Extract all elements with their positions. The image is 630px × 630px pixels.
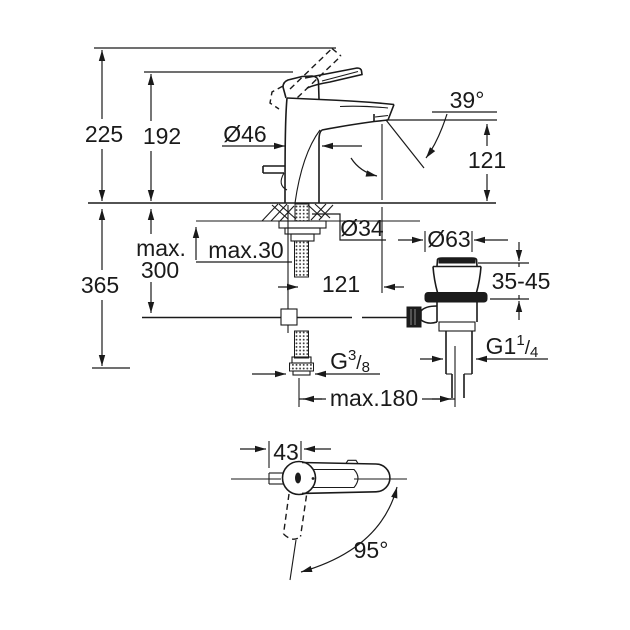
g38-sub: 8	[362, 359, 370, 376]
dim-swivel-angle-label: 95°	[354, 537, 389, 563]
waste-plug	[436, 257, 478, 267]
dimension-g114: G11/4	[420, 332, 548, 363]
lever-handle	[304, 67, 363, 89]
dimension-max180: max.180	[298, 346, 456, 413]
dimension-121-vertical: 121	[466, 124, 508, 201]
flow-direction-arrow	[350, 157, 378, 177]
dim-overall-height-label: 225	[85, 121, 123, 147]
dimension-dia63: Ø63	[398, 226, 508, 252]
pull-rod-stub	[262, 165, 288, 191]
waste-cone-right	[475, 266, 482, 293]
spout-underside	[321, 120, 375, 131]
aerator-detail	[374, 114, 389, 118]
dim-waste-thread-label: G11/4	[486, 332, 539, 361]
dim-waste-flange-diameter-label: Ø63	[427, 226, 470, 252]
lever-raised-position	[269, 47, 342, 110]
handle-base	[282, 75, 320, 100]
dimension-dia46: Ø46	[222, 121, 362, 150]
faucet-side-view	[262, 47, 395, 204]
top-view-body	[281, 460, 317, 496]
dim-max-depth-label: max.180	[330, 385, 418, 411]
dim-under-counter-depth-label: 365	[81, 272, 119, 298]
hose-nut-knurl	[289, 362, 314, 372]
waste-cone-left	[432, 266, 439, 293]
counter-surface	[88, 202, 496, 222]
dimension-95deg: 95°	[300, 486, 398, 573]
dim-lever-height-label: 192	[143, 123, 181, 149]
g38-prefix: G	[330, 348, 348, 374]
dimension-max30: max.30	[192, 227, 292, 263]
g38-slash: /	[356, 353, 362, 374]
hose-nut-bottom	[292, 370, 311, 376]
mounting-nut	[284, 227, 321, 235]
dim-max300-label-line2: 300	[141, 257, 179, 283]
waste-rod-horn	[420, 305, 438, 324]
dim-body-diameter-label: Ø46	[223, 121, 266, 147]
dimension-max300: max. 300	[130, 209, 192, 313]
dimension-121-horizontal: 121	[278, 124, 404, 297]
dim-spout-outlet-height-label: 121	[468, 147, 506, 173]
waste-plug-top	[438, 258, 476, 264]
pop-up-waste-valve	[406, 257, 488, 398]
dim-spout-reach-label: 121	[322, 271, 360, 297]
g114-sub: 4	[530, 344, 538, 361]
rod-tee-joint	[280, 308, 298, 326]
g114-slash: /	[525, 338, 531, 359]
dim-clamping-range-label: 35-45	[492, 268, 551, 294]
supply-hose-lower	[294, 330, 309, 359]
dimension-43: 43	[240, 439, 331, 468]
dimension-g38: G3/8	[252, 347, 380, 378]
spout-tip-face	[387, 104, 395, 121]
waste-locknut	[438, 321, 476, 332]
faucet-body-left-edge	[284, 97, 288, 204]
dim-shank-diameter-label: Ø34	[340, 215, 384, 241]
dimension-225: 225	[78, 47, 336, 201]
dim-max300-label-line1: max.	[136, 235, 186, 261]
g114-sup: 1	[516, 332, 524, 349]
faucet-body-right-edge	[318, 129, 323, 203]
waste-flange-seal	[424, 292, 488, 303]
mounting-step	[290, 233, 315, 242]
top-view-lever-swivelled	[282, 493, 308, 581]
g38-sup: 3	[348, 347, 356, 364]
dim-top-view-width-label: 43	[273, 439, 299, 465]
supply-hose-upper	[294, 240, 309, 278]
under-counter-assembly	[142, 203, 407, 376]
spout-inner-line	[339, 105, 389, 109]
faucet-body-contour	[294, 129, 321, 204]
rod-knob	[406, 306, 422, 328]
dim-deck-thickness-label: max.30	[208, 237, 283, 263]
dimension-35-45: 35-45	[478, 242, 553, 320]
lever-inner-line	[321, 70, 359, 82]
aerator-lip	[373, 119, 389, 123]
spout-top-edge	[286, 97, 395, 106]
threaded-shank	[294, 203, 310, 222]
dimension-39deg: 39°	[350, 87, 497, 177]
top-view-lever-inner	[313, 468, 359, 489]
top-view-lever-bump	[345, 459, 359, 464]
top-view-pivot	[295, 472, 301, 484]
dimension-192: 192	[136, 71, 293, 201]
dim-hose-thread-label: G3/8	[330, 347, 370, 376]
mounting-washer	[278, 220, 327, 229]
dimension-365: 365	[76, 209, 130, 369]
dimension-dia34: Ø34	[312, 213, 386, 241]
g114-prefix: G1	[486, 333, 517, 359]
dim-spout-angle-label: 39°	[450, 87, 485, 113]
